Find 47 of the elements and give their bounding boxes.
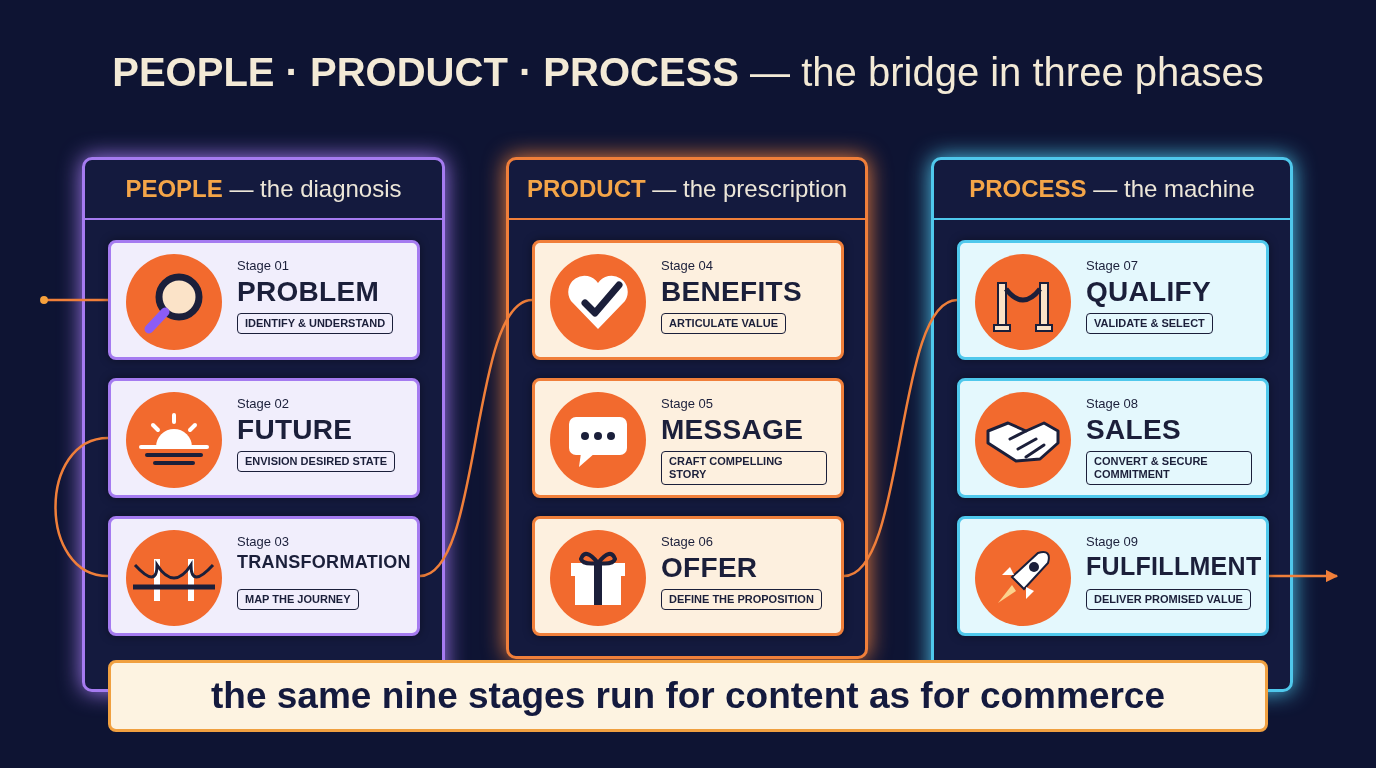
stage-number: Stage 06: [661, 534, 714, 549]
stage-number: Stage 05: [661, 396, 714, 411]
connector-line: [1269, 569, 1339, 583]
stage-card: [532, 240, 844, 360]
stage-tag: ARTICULATE VALUE: [661, 313, 786, 334]
stage-number: Stage 07: [1086, 258, 1139, 273]
stage-title: OFFER: [661, 552, 758, 584]
stage-title: FUTURE: [237, 414, 353, 446]
stage-title: TRANSFORMATION: [237, 552, 411, 573]
stage-card: [532, 378, 844, 498]
panel-heading: PRODUCT — the prescription: [509, 160, 865, 220]
stage-card: [108, 240, 420, 360]
title: PEOPLE · PRODUCT · PROCESS — the bridge in three phases: [111, 50, 1265, 95]
connector-line: [843, 298, 958, 578]
panel-heading: PROCESS — the machine: [934, 160, 1290, 220]
summary-banner: the same nine stages run for content as for commerce: [108, 660, 1268, 732]
stage-number: Stage 09: [1086, 534, 1139, 549]
stage-tag: VALIDATE & SELECT: [1086, 313, 1213, 334]
stage-number: Stage 04: [661, 258, 714, 273]
stage-title: MESSAGE: [661, 414, 804, 446]
stage-card: [108, 378, 420, 498]
phase-panel: [506, 157, 868, 659]
stage-tag: CRAFT COMPELLING STORY: [661, 451, 827, 485]
stage-card: [957, 240, 1269, 360]
stage-number: Stage 03: [237, 534, 290, 549]
connector-line: [54, 436, 109, 578]
stage-title: QUALIFY: [1086, 276, 1211, 308]
stage-tag: ENVISION DESIRED STATE: [237, 451, 395, 472]
stage-tag: IDENTIFY & UNDERSTAND: [237, 313, 394, 334]
stage-title: BENEFITS: [661, 276, 802, 308]
stage-number: Stage 02: [237, 396, 290, 411]
stage-card: [957, 378, 1269, 498]
stage-card: [108, 516, 420, 636]
stage-card: [532, 516, 844, 636]
stage-number: Stage 08: [1086, 396, 1139, 411]
panel-heading: PEOPLE — the diagnosis: [85, 160, 442, 220]
stage-number: Stage 01: [237, 258, 290, 273]
stage-tag: MAP THE JOURNEY: [237, 589, 359, 610]
stage-tag: DELIVER PROMISED VALUE: [1086, 589, 1251, 610]
stage-tag: DEFINE THE PROPOSITION: [661, 589, 822, 610]
stage-tag: CONVERT & SECURE COMMITMENT: [1086, 451, 1252, 485]
stage-title: PROBLEM: [237, 276, 380, 308]
stage-title: SALES: [1086, 414, 1181, 446]
stage-title: FULFILLMENT: [1086, 552, 1262, 581]
connector-line: [40, 296, 108, 304]
stage-card: [957, 516, 1269, 636]
connector-line: [419, 298, 533, 578]
